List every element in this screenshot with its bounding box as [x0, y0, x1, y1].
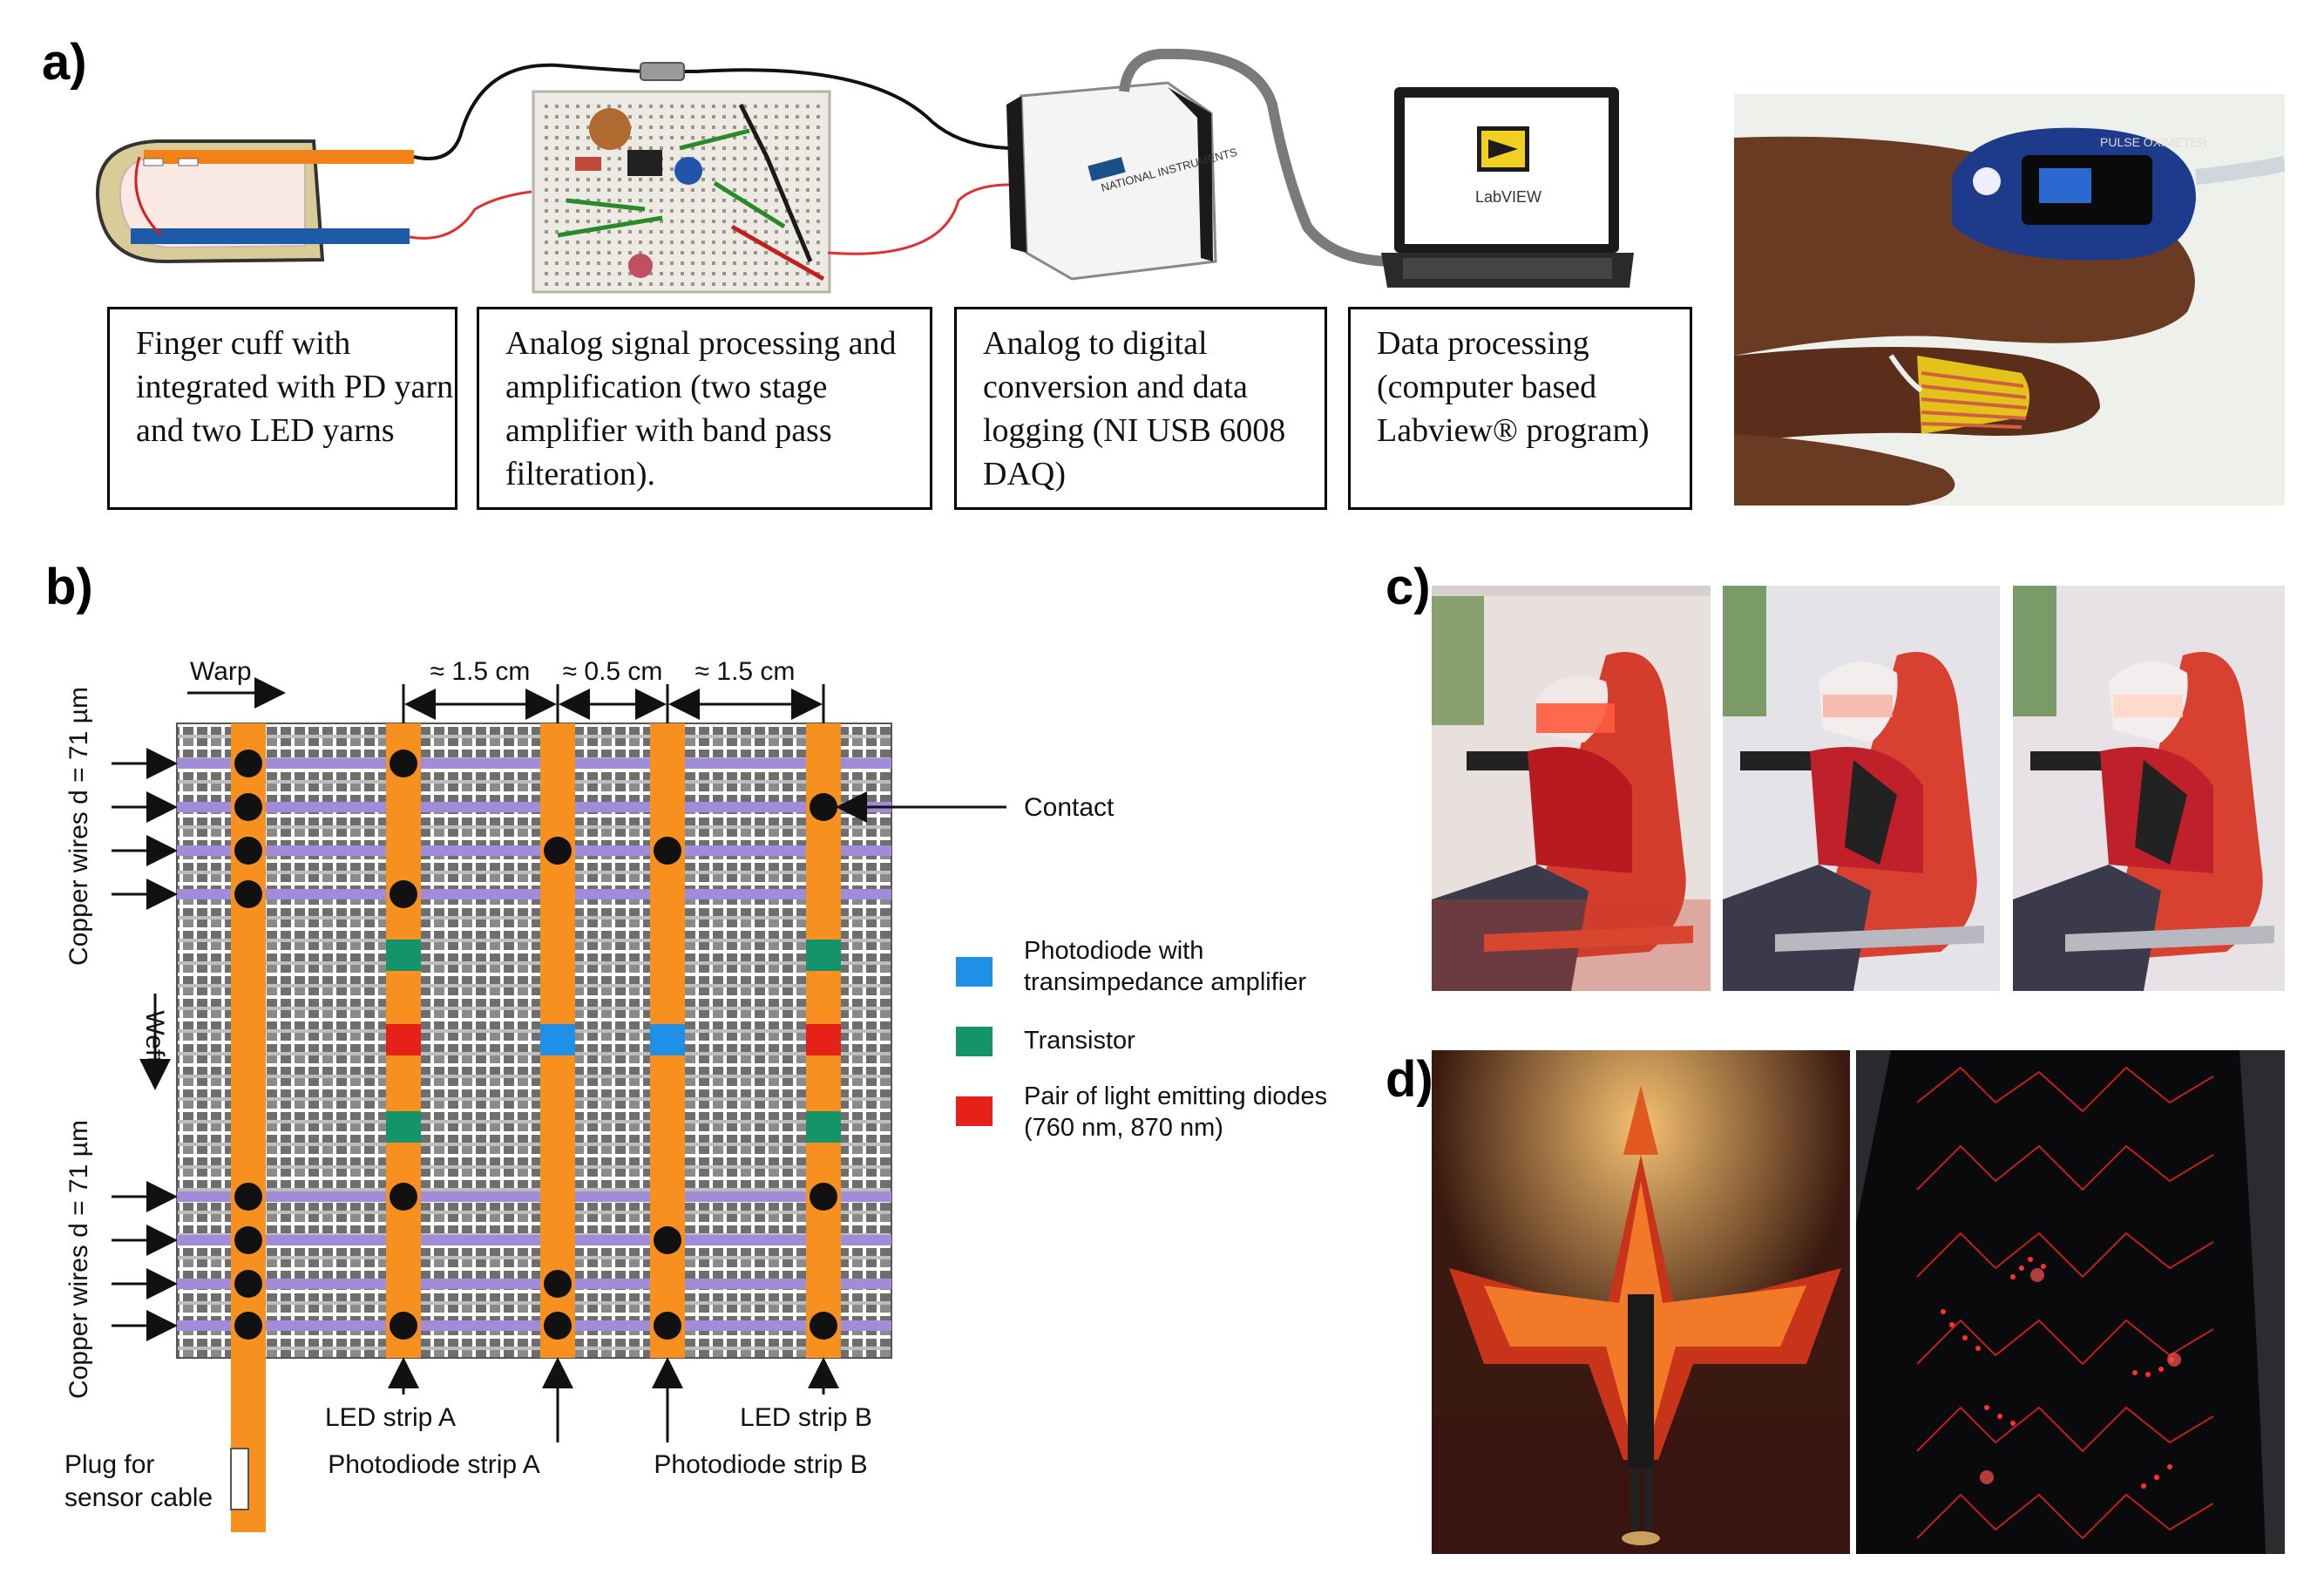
led-strip-b-label: LED strip B — [740, 1403, 872, 1432]
seat-photo-3 — [2013, 586, 2285, 991]
panel-label-b: b) — [45, 559, 93, 615]
legend-swatch-transistor — [956, 1027, 993, 1056]
step-text-data-processing: Data processing (computer based Labview®… — [1377, 325, 1650, 449]
oximeter-label: PULSE OXIMETER — [2100, 135, 2207, 149]
legend-photodiode-line2: transimpedance amplifier — [1024, 968, 1306, 996]
copper-wire-rows — [177, 758, 891, 1331]
step-box-finger-cuff: Finger cuff with integrated with PD yarn… — [107, 307, 457, 510]
step-text-adc: Analog to digital conversion and data lo… — [983, 325, 1286, 492]
legend-led-line1: Pair of light emitting diodes — [1024, 1082, 1328, 1110]
seat-photo-1 — [1432, 586, 1711, 991]
costume-photo — [1432, 1050, 1850, 1554]
dimension-label-1: ≈ 1.5 cm — [430, 657, 531, 686]
legend-transistor: Transistor — [1024, 1027, 1135, 1055]
step-text-analog-processing: Analog signal processing and amplificati… — [505, 325, 897, 492]
labview-text: LabVIEW — [1475, 188, 1541, 206]
panel-label-a: a) — [42, 34, 87, 91]
copper-wires-label-top: Copper wires d = 71 µm — [64, 687, 93, 966]
led-pair-a — [386, 1024, 421, 1055]
finger-cuff-illustration — [95, 139, 414, 264]
transistor-b-top — [806, 940, 841, 971]
textile-sensor-diagram: Copper wires d = 71 µm Copper wires d = … — [64, 657, 1115, 1532]
breadboard-illustration — [532, 90, 831, 294]
warp-label: Warp — [190, 657, 252, 686]
plug-connector — [230, 1448, 249, 1510]
legend-swatch-led — [956, 1096, 993, 1126]
dimension-label-3: ≈ 1.5 cm — [695, 657, 796, 686]
photodiode-a — [540, 1024, 575, 1055]
transistor-b-bottom — [806, 1111, 841, 1143]
step-box-analog-processing: Analog signal processing and amplificati… — [477, 307, 932, 510]
panel-a-hardware-illustration: NATIONAL INSTRUMENTS LabVIEW — [95, 48, 1634, 294]
dimension-lines — [402, 684, 825, 723]
photodiode-b — [650, 1024, 685, 1055]
step-text-finger-cuff: Finger cuff with integrated with PD yarn… — [136, 325, 454, 449]
illuminated-textile-photo — [1856, 1050, 2285, 1554]
plug-label-line-1: Plug for — [64, 1450, 154, 1479]
copper-wires-label-bottom: Copper wires d = 71 µm — [64, 1120, 93, 1399]
seat-photo-2 — [1723, 586, 2000, 991]
step-box-data-processing: Data processing (computer based Labview®… — [1348, 307, 1692, 510]
legend-swatch-photodiode — [956, 957, 993, 987]
pulse-oximeter-photo: PULSE OXIMETER — [1734, 94, 2285, 506]
led-pair-b — [806, 1024, 841, 1055]
contact-label: Contact — [1024, 793, 1115, 822]
photodiode-strip-a-label: Photodiode strip A — [328, 1450, 540, 1479]
transistor-a-bottom — [386, 1111, 421, 1143]
dimension-label-2: ≈ 0.5 cm — [563, 657, 663, 686]
panel-label-c: c) — [1386, 559, 1431, 615]
photodiode-strip-b-label: Photodiode strip B — [654, 1450, 867, 1479]
legend-led-line2: (760 nm, 870 nm) — [1024, 1114, 1223, 1142]
step-box-adc: Analog to digital conversion and data lo… — [954, 307, 1327, 510]
daq-device-illustration: NATIONAL INSTRUMENTS — [1006, 81, 1239, 281]
transistor-a-top — [386, 940, 421, 971]
legend-photodiode-line1: Photodiode with — [1024, 937, 1204, 965]
contacts — [234, 750, 837, 1340]
woven-fabric — [176, 723, 892, 1359]
component-squares — [386, 940, 841, 1143]
led-strip-a-label: LED strip A — [325, 1403, 456, 1432]
copper-wire-arrows — [112, 748, 178, 1341]
laptop-illustration: LabVIEW — [1381, 87, 1634, 288]
panel-label-d: d) — [1386, 1051, 1433, 1108]
plug-label-line-2: sensor cable — [64, 1483, 213, 1512]
